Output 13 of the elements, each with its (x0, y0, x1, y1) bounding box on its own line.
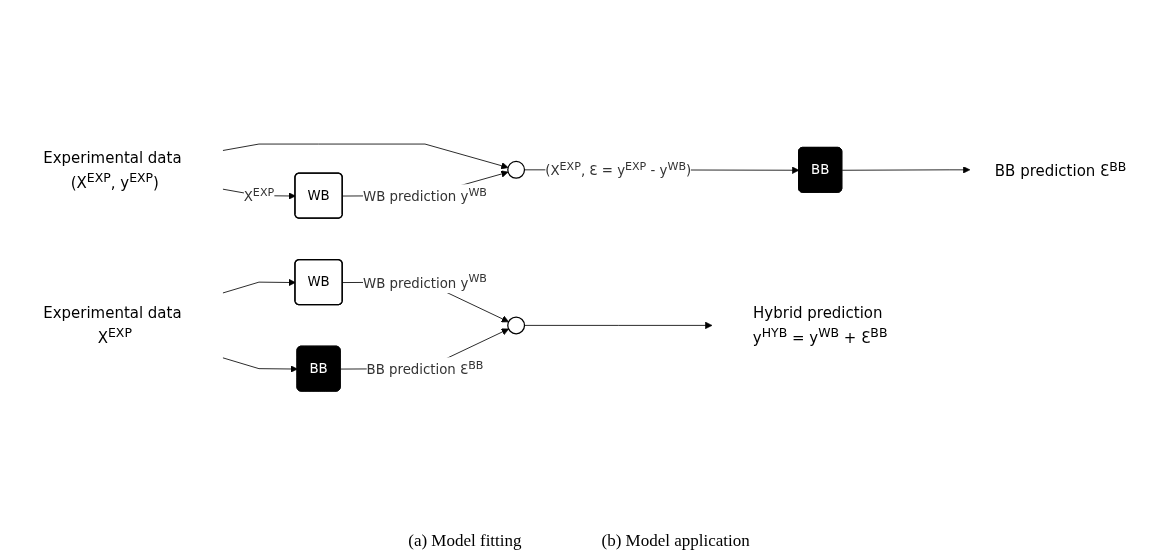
node-circle (507, 160, 526, 179)
edge-label: WB prediction y$^{WB}$ (363, 186, 487, 205)
node-text: BB prediction Ɛ$^{BB}$ (994, 159, 1127, 180)
edge-label: BB prediction Ɛ$^{BB}$ (366, 359, 484, 378)
node-text: Hybrid prediction y$^{HYB}$ = y$^{WB}$ + Ɛ$^{BB}$ (752, 304, 888, 347)
edge-label: WB prediction y$^{WB}$ (363, 272, 487, 292)
node-text: Experimental data X$^{EXP}$ (43, 304, 182, 347)
figure-caption: (b) Model application (601, 531, 750, 551)
edge-label: X$^{EXP}$ (243, 186, 275, 205)
figure-caption: (a) Model fitting (408, 531, 522, 551)
node-text: Experimental data (X$^{EXP}$, y$^{EXP}$) (43, 148, 182, 192)
edge-label: (X$^{EXP}$, Ɛ = y$^{EXP}$ - y$^{WB}$) (545, 160, 692, 179)
node-circle (507, 316, 526, 335)
